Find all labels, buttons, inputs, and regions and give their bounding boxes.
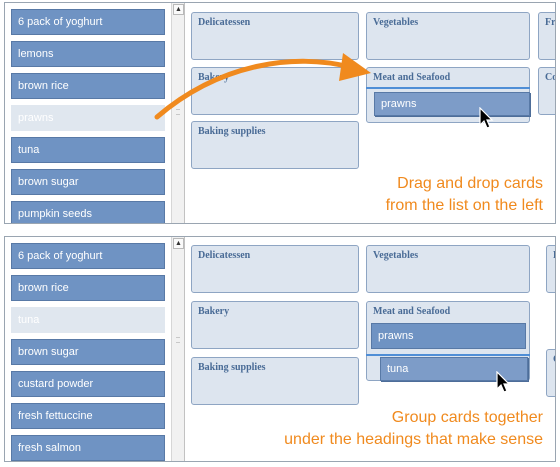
scroll-up-arrow-icon[interactable]: ▲ — [173, 4, 184, 15]
drop-indicator — [366, 354, 530, 356]
list-card[interactable]: custard powder — [11, 371, 165, 397]
card-sort-panel-bottom: 6 pack of yoghurt brown rice tuna brown … — [4, 236, 556, 462]
card-list-sidebar: 6 pack of yoghurt brown rice tuna brown … — [5, 237, 171, 461]
mouse-cursor-icon — [496, 371, 511, 393]
caption-line: from the list on the left — [385, 197, 543, 214]
category-heading: Fru — [545, 17, 555, 28]
dragging-card[interactable]: tuna — [380, 357, 528, 381]
category-bakery[interactable]: Bakery — [191, 67, 359, 115]
category-fruit[interactable]: Fru — [538, 12, 555, 60]
mouse-cursor-icon — [479, 107, 494, 129]
instruction-caption: Group cards together under the headings … — [284, 407, 543, 451]
list-card[interactable]: lemons — [11, 41, 165, 67]
category-vegetables[interactable]: Vegetables — [366, 12, 530, 60]
category-bakery[interactable]: Bakery — [191, 301, 359, 349]
category-board: Delicatessen Vegetables Fru Bakery Meat … — [185, 3, 555, 223]
list-card[interactable]: brown rice — [11, 275, 165, 301]
category-condiments[interactable]: Cor — [538, 67, 555, 115]
caption-line: under the headings that make sense — [284, 431, 543, 448]
sidebar-scrollbar[interactable]: ▲ — [171, 237, 185, 461]
category-heading: Cor — [545, 72, 555, 83]
category-heading: Vegetables — [373, 17, 419, 28]
instruction-caption: Drag and drop cards from the list on the… — [386, 173, 543, 217]
scroll-grip[interactable] — [176, 337, 180, 343]
scroll-up-arrow-icon[interactable]: ▲ — [173, 238, 184, 249]
category-fruit[interactable]: F — [546, 245, 555, 293]
category-heading: F — [553, 250, 555, 261]
list-card[interactable]: 6 pack of yoghurt — [11, 243, 165, 269]
list-card[interactable]: brown rice — [11, 73, 165, 99]
list-card[interactable]: fresh salmon — [11, 435, 165, 461]
category-baking-supplies[interactable]: Baking supplies — [191, 357, 359, 405]
category-heading: Baking supplies — [198, 362, 266, 373]
list-card[interactable]: brown sugar — [11, 169, 165, 195]
list-card[interactable]: pumpkin seeds — [11, 201, 165, 223]
scroll-grip[interactable] — [176, 109, 180, 115]
category-delicatessen[interactable]: Delicatessen — [191, 245, 359, 293]
category-board: Delicatessen Vegetables F Bakery Meat an… — [185, 237, 555, 461]
sidebar-scrollbar[interactable]: ▲ — [171, 3, 185, 223]
category-heading: Delicatessen — [198, 17, 251, 28]
card-list-sidebar: 6 pack of yoghurt lemons brown rice praw… — [5, 3, 171, 223]
caption-line: Drag and drop cards — [397, 175, 543, 192]
list-card[interactable]: brown sugar — [11, 339, 165, 365]
category-condiments[interactable]: C — [546, 349, 555, 397]
list-card[interactable]: fresh fettuccine — [11, 403, 165, 429]
card-sort-panel-top: 6 pack of yoghurt lemons brown rice praw… — [4, 2, 556, 224]
category-heading: Bakery — [198, 72, 230, 83]
category-baking-supplies[interactable]: Baking supplies — [191, 121, 359, 169]
caption-line: Group cards together — [391, 409, 543, 426]
dragging-card[interactable]: prawns — [374, 92, 530, 116]
category-heading: Vegetables — [373, 250, 419, 261]
category-heading: Meat and Seafood — [373, 72, 451, 83]
curved-arrow-icon — [154, 53, 371, 120]
category-heading: Delicatessen — [198, 250, 251, 261]
list-card[interactable]: 6 pack of yoghurt — [11, 9, 165, 35]
category-heading: Meat and Seafood — [373, 306, 451, 317]
category-heading: Bakery — [198, 306, 230, 317]
grouped-card[interactable]: prawns — [371, 323, 526, 349]
category-heading: C — [553, 354, 555, 365]
category-vegetables[interactable]: Vegetables — [366, 245, 530, 293]
drop-indicator — [366, 87, 530, 89]
category-delicatessen[interactable]: Delicatessen — [191, 12, 359, 60]
list-card[interactable]: tuna — [11, 137, 165, 163]
category-heading: Baking supplies — [198, 126, 266, 137]
list-card-placeholder: prawns — [11, 105, 165, 131]
list-card-placeholder: tuna — [11, 307, 165, 333]
